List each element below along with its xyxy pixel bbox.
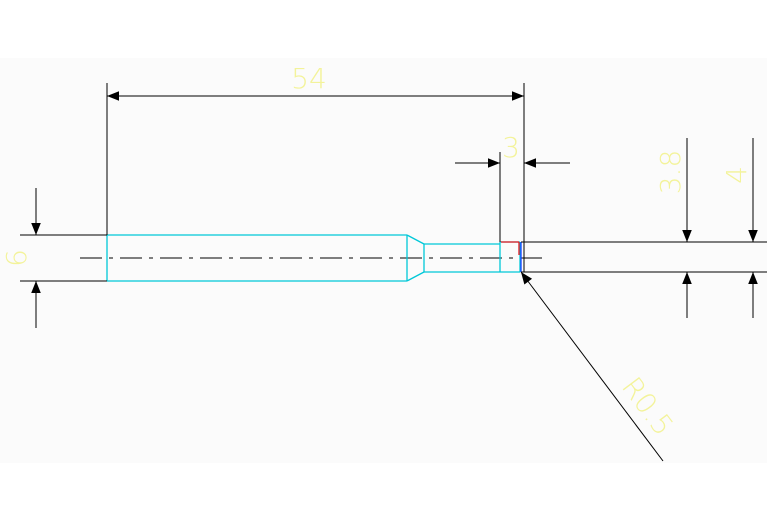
dim-tip-diameter: 4	[720, 138, 758, 318]
dim-text-3: 3	[502, 131, 520, 164]
dim-shank-diameter: 6	[0, 188, 41, 328]
drawing-area	[0, 58, 767, 463]
dim-text-54: 54	[291, 62, 327, 95]
dim-text-4: 4	[720, 166, 753, 184]
dim-text-6: 6	[0, 249, 33, 267]
radius-leader	[520, 271, 664, 462]
dim-text-38: 3.8	[654, 150, 687, 195]
dim-tip-length: 3	[455, 131, 570, 168]
tip-detail	[501, 241, 522, 272]
extension-lines	[20, 83, 767, 282]
dim-neck-diameter: 3.8	[654, 138, 692, 318]
dim-overall-length: 54	[107, 62, 524, 101]
